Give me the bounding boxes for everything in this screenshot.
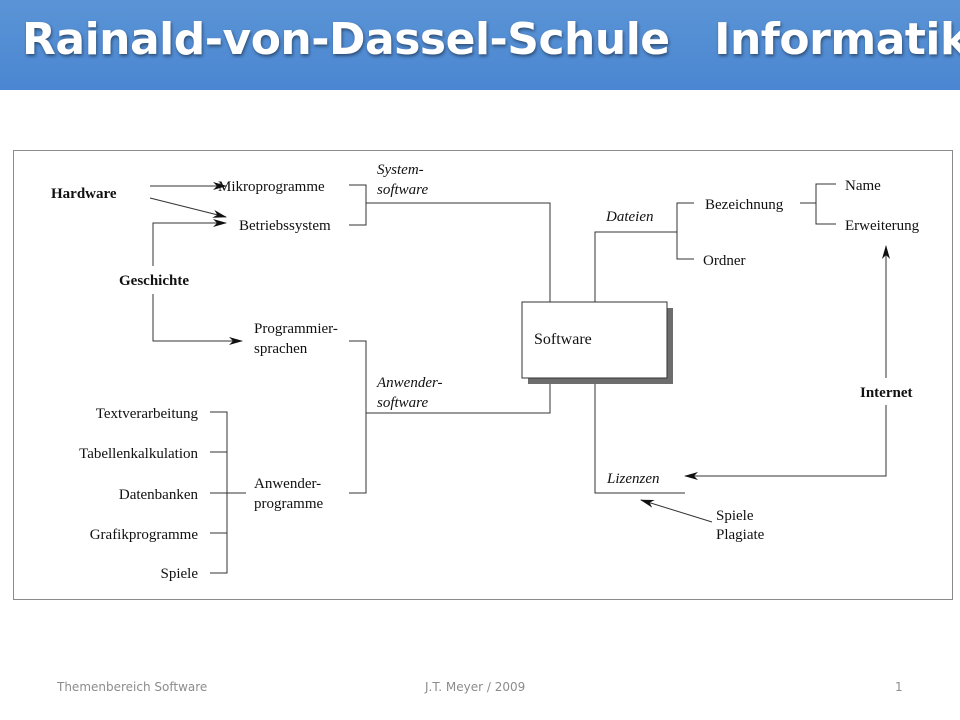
node-textverarbeitung: Textverarbeitung	[96, 406, 199, 422]
slide-title: Rainald-von-Dassel-Schule Informatik	[22, 14, 960, 65]
bracket-anwendersoftware	[349, 340, 367, 494]
label-dateien: Dateien	[605, 209, 653, 225]
connector-lines	[149, 182, 890, 574]
arrow-internet-lizenzen	[684, 405, 887, 480]
node-erweiterung: Erweiterung	[845, 218, 920, 234]
software-box	[521, 301, 668, 379]
arrow-geschichte-programmiersprachen	[152, 294, 243, 345]
label-anwendersoftware-1: Anwender-	[376, 375, 443, 391]
node-anwenderprogramme-1: Anwender-	[254, 476, 321, 492]
node-grafikprogramme: Grafikprogramme	[90, 527, 199, 543]
node-programmiersprachen-1: Programmier-	[254, 321, 338, 337]
label-lizenzen: Lizenzen	[606, 471, 660, 487]
node-datenbanken: Datenbanken	[119, 487, 199, 503]
line-anwendersoftware-software	[366, 379, 551, 414]
diagram-frame	[13, 150, 953, 600]
footer-author: J.T. Meyer / 2009	[425, 680, 526, 694]
node-spiele-lizenzen: Spiele	[716, 508, 754, 524]
node-bezeichnung: Bezeichnung	[705, 197, 784, 213]
line-software-lizenzen	[594, 379, 685, 494]
arrow-hardware-betriebssystem	[149, 197, 227, 218]
node-spiele: Spiele	[161, 566, 199, 582]
bracket-bezeichnung	[815, 183, 836, 225]
node-geschichte: Geschichte	[119, 273, 189, 289]
node-plagiate: Plagiate	[716, 527, 765, 543]
title-bar: Rainald-von-Dassel-Schule Informatik	[0, 0, 960, 90]
footer-page-number: 1	[895, 680, 903, 694]
node-tabellenkalkulation: Tabellenkalkulation	[79, 446, 198, 462]
line-systemsoftware-software	[366, 202, 551, 302]
node-mikroprogramme: Mikroprogramme	[218, 179, 325, 195]
node-software: Software	[534, 331, 592, 348]
bracket-dateien	[676, 202, 694, 260]
label-systemsoftware-1: System-	[377, 162, 424, 178]
node-internet: Internet	[860, 385, 913, 401]
arrow-spiele-lizenzen	[640, 499, 713, 523]
line-software-dateien	[594, 231, 677, 302]
node-hardware: Hardware	[51, 186, 117, 202]
label-systemsoftware-2: software	[377, 182, 428, 198]
node-betriebssystem: Betriebssystem	[239, 218, 331, 234]
node-ordner: Ordner	[703, 253, 745, 269]
node-anwenderprogramme-2: programme	[254, 496, 323, 512]
node-programmiersprachen-2: sprachen	[254, 341, 308, 357]
node-name: Name	[845, 178, 881, 194]
footer-topic: Themenbereich Software	[57, 680, 208, 694]
arrow-geschichte-betriebssystem	[152, 219, 227, 266]
label-anwendersoftware-2: software	[377, 395, 428, 411]
bracket-systemsoftware	[349, 184, 367, 226]
